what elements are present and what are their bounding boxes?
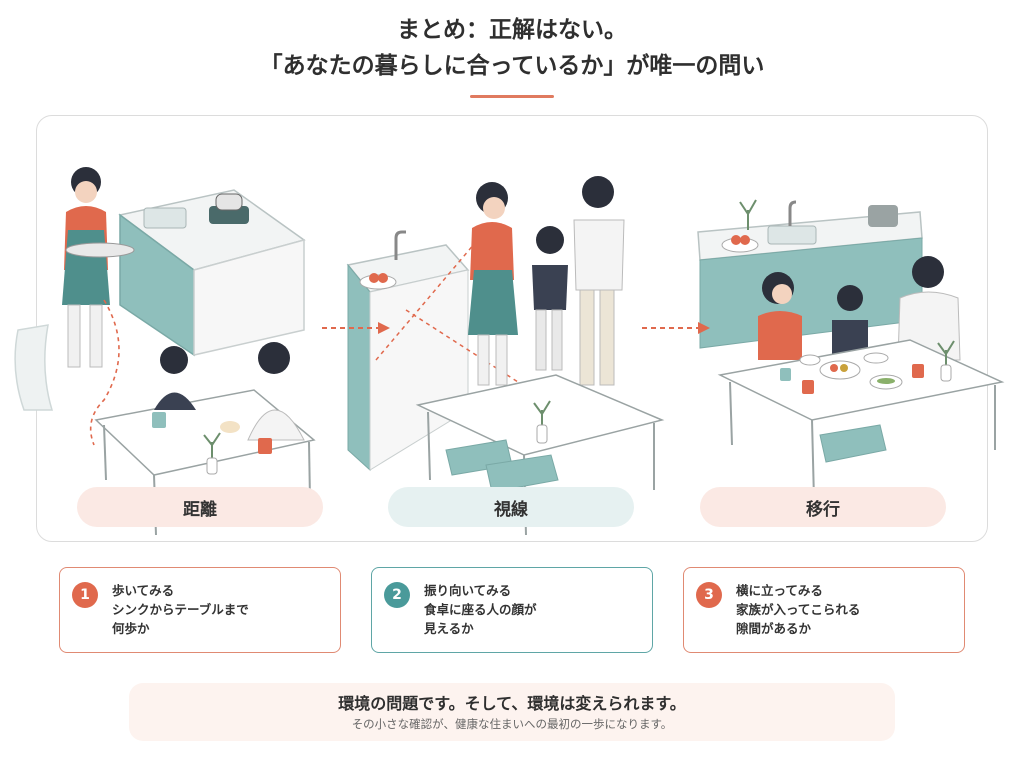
step-number-badge: 1 — [72, 582, 98, 608]
step-number-badge: 2 — [384, 582, 410, 608]
page-title-line1: まとめ：正解はない。 — [397, 17, 627, 43]
scene-label-transition: 移行 — [700, 487, 946, 527]
step-number-badge: 3 — [696, 582, 722, 608]
checklist-card-text: 振り向いてみる 食卓に座る人の顔が 見えるか — [424, 583, 537, 636]
scene-transition-illustration — [690, 120, 1010, 540]
scene-sightline-illustration — [336, 120, 666, 540]
scene-label-distance: 距離 — [77, 487, 323, 527]
scene-distance-illustration — [4, 120, 334, 540]
checklist-card-1: 1 歩いてみる シンクからテーブルまで 何歩か — [59, 567, 341, 653]
scene-label-sightline: 視線 — [388, 487, 634, 527]
title-divider — [470, 95, 554, 98]
conclusion-subline: その小さな確認が、健康な住まいへの最初の一歩になります。 — [351, 717, 673, 731]
conclusion-banner: 環境の問題です。そして、環境は変えられます。 その小さな確認が、健康な住まいへの… — [129, 683, 895, 741]
checklist-card-3: 3 横に立ってみる 家族が入ってこられる 隙間があるか — [683, 567, 965, 653]
page-title-line2: 「あなたの暮らしに合っているか」が唯一の問い — [259, 53, 765, 79]
conclusion-headline: 環境の問題です。そして、環境は変えられます。 — [338, 694, 686, 713]
arrow-scene2-to-scene3 — [642, 322, 710, 334]
arrow-scene1-to-scene2 — [322, 322, 390, 334]
checklist-card-2: 2 振り向いてみる 食卓に座る人の顔が 見えるか — [371, 567, 653, 653]
checklist-card-text: 歩いてみる シンクからテーブルまで 何歩か — [112, 583, 249, 636]
checklist-card-text: 横に立ってみる 家族が入ってこられる 隙間があるか — [736, 583, 861, 636]
